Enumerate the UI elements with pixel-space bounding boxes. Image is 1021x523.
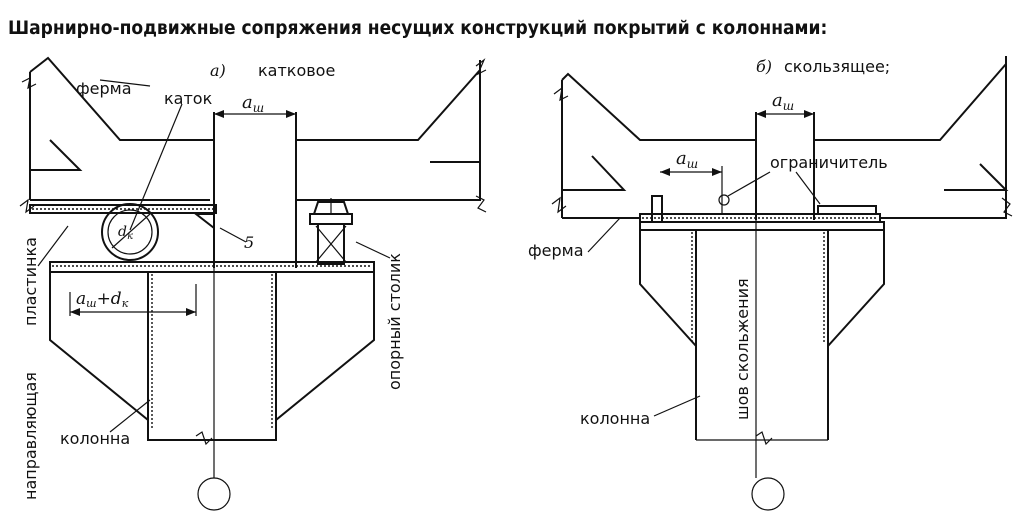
right-leader-kolonna [653, 395, 701, 417]
right-label-ferma: ферма [528, 241, 584, 260]
right-truss-left-part [561, 72, 756, 219]
right-label-aw-top: aш [772, 90, 794, 113]
left-stop-wedge [193, 213, 215, 231]
left-label-opornyi-stolik: опорный столик [385, 253, 404, 390]
right-label-aw-mid: aш [676, 148, 698, 171]
right-leader-ogranichitel [727, 171, 771, 197]
right-truss-right-part [814, 56, 1009, 219]
left-column-cap-plate [49, 261, 375, 273]
right-limiter-pin [651, 195, 663, 223]
right-label-ogranichitel: ограничитель [770, 153, 888, 172]
left-truss-break-right [475, 195, 487, 213]
left-roller-diameter [111, 213, 151, 249]
left-label-kolonna: колонна [60, 429, 130, 448]
left-caption: катковое [258, 61, 335, 80]
right-stop-plate [817, 205, 877, 215]
left-roller-circle [101, 203, 159, 261]
left-dimension-aw-dk [69, 284, 197, 316]
left-axis-marker [197, 477, 231, 511]
right-caption: скользящее; [784, 57, 890, 76]
left-label-dk: dк [118, 224, 133, 242]
left-leader-stolik [355, 241, 391, 259]
left-label-5: 5 [244, 233, 254, 252]
left-label-aw: aш [242, 92, 264, 115]
left-drawing: а) катковое ферма каток 5 aш dк aш+dк ко… [19, 56, 487, 511]
right-column-break [755, 431, 773, 446]
left-label-plastinka: пластинка [21, 237, 40, 326]
left-label-katok: каток [164, 89, 213, 108]
left-truss-left-part [29, 56, 214, 201]
left-dimension-aw [214, 110, 296, 118]
left-leader-kolonna [109, 399, 151, 433]
right-truss-break-left-bottom [551, 196, 567, 214]
right-drawing: б) скользящее; aш aш ограничитель ферма … [528, 56, 1013, 511]
right-column-cap-plate [639, 221, 885, 231]
left-letter: а) [210, 61, 226, 80]
right-leader-ferma [587, 217, 621, 253]
right-dimension-aw-mid [660, 166, 723, 214]
right-letter: б) [756, 57, 772, 76]
left-leader-katok [129, 103, 183, 231]
left-leader-5 [219, 227, 247, 243]
left-leader-ferma [99, 79, 151, 87]
left-roller-inner [107, 209, 153, 255]
right-limiter-bolt [718, 194, 730, 206]
left-leader-plastinka [37, 225, 69, 267]
left-column-break [195, 431, 213, 446]
left-label-napravlyayushchaya: направляющая [21, 372, 40, 500]
right-column-outline [639, 230, 885, 440]
right-axis-marker [751, 477, 785, 511]
left-label-ferma: ферма [76, 79, 132, 98]
left-support-table [309, 198, 353, 265]
right-dimension-aw-top [756, 110, 814, 118]
right-truss-break-left [553, 86, 569, 102]
right-label-shov: шов скольжения [733, 278, 752, 420]
right-truss-break-right [1001, 197, 1013, 217]
right-label-kolonna: колонна [580, 409, 650, 428]
left-truss-right-part [296, 60, 481, 201]
diagram-title: Шарнирно-подвижные сопряжения несущих ко… [8, 17, 827, 39]
left-column-outline [49, 272, 375, 441]
left-bearing-block [213, 112, 297, 268]
left-truss-break-right-top [475, 58, 487, 76]
left-label-aw-dk: aш+dк [76, 289, 129, 310]
left-truss-break-top [21, 76, 37, 90]
right-leader-ogranichitel-2 [795, 171, 821, 205]
